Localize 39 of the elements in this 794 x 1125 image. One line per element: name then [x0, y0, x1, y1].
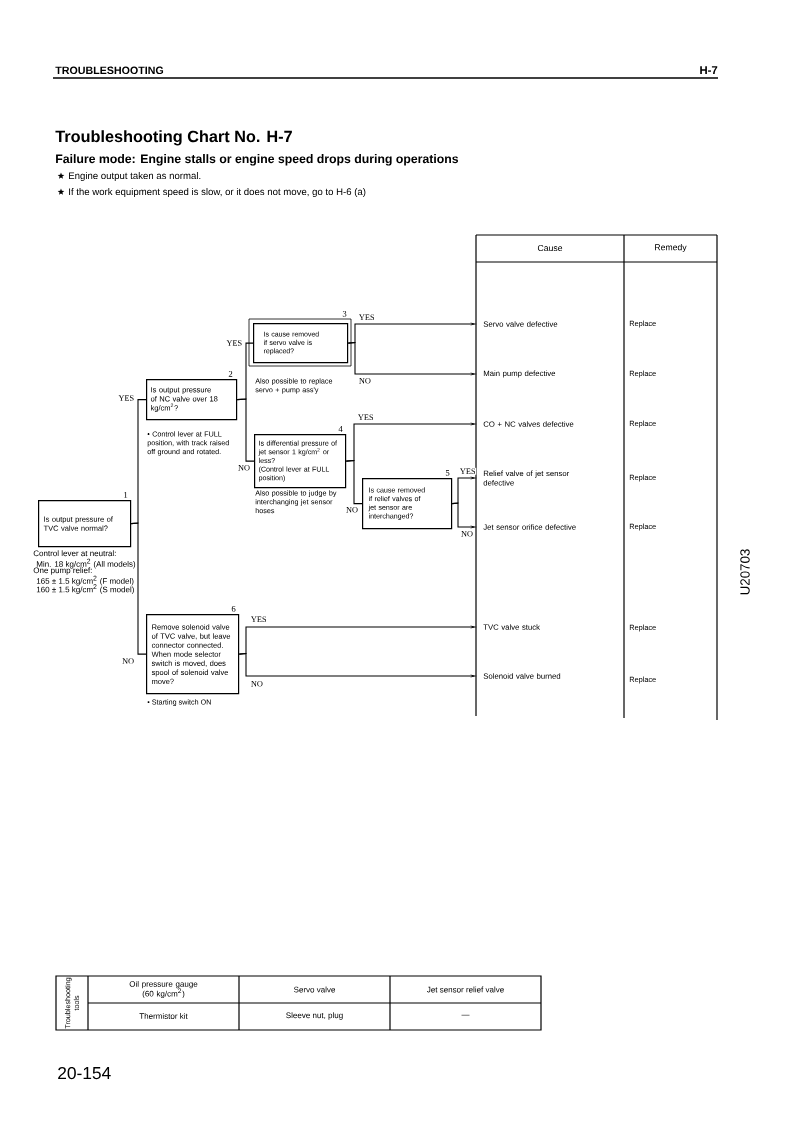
- edge-label: YES: [357, 413, 375, 421]
- edge-label: YES: [250, 615, 268, 623]
- note-text: Control lever at neutral:: [33, 550, 116, 557]
- note-text: 160 ± 1.5 kg/cm$^{2}$ (S model): [36, 584, 134, 594]
- connector: [130, 522, 147, 655]
- failure-mode: Failure mode: Engine stalls or engine speed drops during operations: [56, 154, 459, 166]
- table-cell: Oil pressure gauge (60 kg/cm$^{2}$): [129, 980, 198, 999]
- edge-label: NO: [358, 377, 372, 385]
- edge-label: NO: [460, 530, 474, 538]
- step-number: 5: [445, 470, 450, 476]
- figure-code: U20703: [740, 549, 750, 595]
- column-header: Cause: [537, 244, 563, 252]
- column-header: Remedy: [655, 243, 687, 253]
- step-number: 3: [342, 310, 347, 317]
- page-header: TROUBLESHOOTING: [55, 66, 164, 75]
- edge-label: YES: [358, 313, 376, 321]
- table-cell: Servo valve: [293, 986, 336, 993]
- table-cell: Sleeve nut, plug: [286, 1012, 343, 1020]
- connector: [345, 459, 363, 505]
- step-number: 4: [338, 426, 343, 432]
- page-number: 20-154: [58, 1066, 111, 1080]
- edge-label: YES: [117, 394, 135, 402]
- page-header: H-7: [700, 66, 718, 74]
- chart-title: Troubleshooting Chart No. H-7: [55, 130, 292, 146]
- table-cell: Jet sensor relief valve: [426, 986, 504, 993]
- step-number: 6: [231, 605, 236, 612]
- edge-label: YES: [225, 339, 243, 347]
- edge-label: NO: [345, 506, 359, 514]
- step-number: 1: [124, 492, 128, 498]
- edge-label: NO: [237, 464, 251, 472]
- table-cell: —: [461, 1014, 470, 1016]
- edge-label: NO: [250, 680, 264, 688]
- table-cell: Thermistor kit: [139, 1013, 188, 1019]
- connector: [236, 398, 255, 462]
- note-text: If the work equipment speed is slow, or it does not move, go to H-6 (a): [69, 188, 366, 197]
- note-text: Engine output taken as normal.: [69, 172, 201, 181]
- edge-label: NO: [121, 657, 135, 665]
- step-number: 2: [228, 371, 233, 377]
- edge-label: YES: [459, 467, 477, 475]
